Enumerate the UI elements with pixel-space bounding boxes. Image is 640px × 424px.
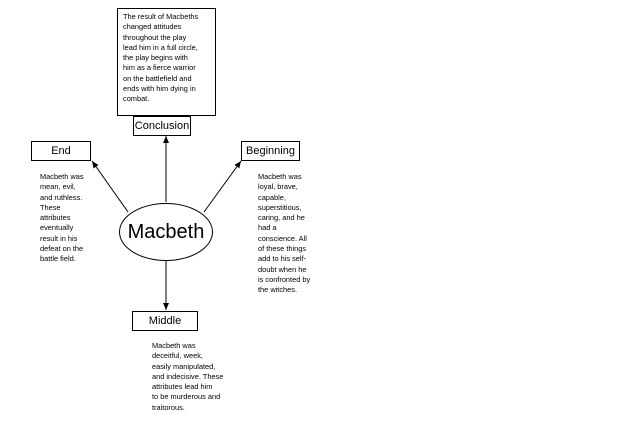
- macbeth-label: Macbeth: [127, 220, 205, 243]
- beginning-box: Beginning: [241, 141, 300, 161]
- conclusion-box: Conclusion: [133, 116, 191, 136]
- middle-box: Middle: [132, 311, 198, 331]
- macbeth-node: Macbeth: [119, 203, 213, 261]
- conclusion-note-box: The result of Macbeths changed attitudes…: [117, 8, 216, 116]
- end-box: End: [31, 141, 91, 161]
- beginning-note: Macbeth was loyal, brave, capable, super…: [258, 172, 311, 295]
- arrow-to-end: [91, 160, 129, 213]
- middle-note: Macbeth was deceitful, week, easily mani…: [152, 341, 224, 412]
- arrow-to-beginning: [203, 160, 242, 213]
- end-note: Macbeth was mean, evil, and ruthless. Th…: [40, 172, 84, 264]
- conclusion-note: The result of Macbeths changed attitudes…: [123, 12, 199, 104]
